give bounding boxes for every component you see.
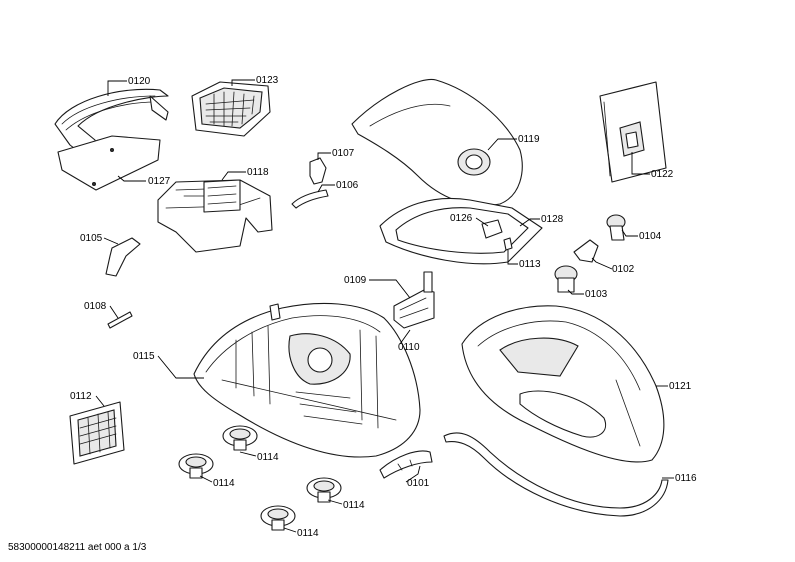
- part-0127-flap: [57, 135, 161, 191]
- label-0118: 0118: [247, 167, 269, 178]
- part-0114-wheel-c: [306, 477, 342, 503]
- part-0103-knob: [554, 265, 578, 293]
- part-0105-hinge: [105, 237, 141, 277]
- label-0102: 0102: [612, 264, 635, 275]
- part-0123-filter-cassette: [191, 81, 271, 137]
- label-0106: 0106: [336, 180, 359, 191]
- label-0114-b: 0114: [213, 478, 235, 489]
- part-0102-latch: [573, 239, 599, 263]
- label-0104: 0104: [639, 231, 662, 242]
- part-0113-screw: [503, 237, 513, 251]
- part-0108-pin: [107, 311, 133, 329]
- part-0101-handle-clip: [379, 450, 433, 479]
- part-0115-base-chassis: [193, 302, 421, 458]
- part-0119-top-cover: [351, 78, 523, 207]
- label-0114-a: 0114: [257, 452, 279, 463]
- label-0103: 0103: [585, 289, 608, 300]
- part-0126-clip: [481, 219, 503, 239]
- label-0105: 0105: [80, 233, 103, 244]
- label-0122: 0122: [651, 169, 674, 180]
- label-0110: 0110: [398, 342, 420, 353]
- label-0115: 0115: [133, 351, 155, 362]
- label-0121: 0121: [669, 381, 692, 392]
- label-0120: 0120: [128, 76, 151, 87]
- label-0114-d: 0114: [297, 528, 319, 539]
- label-0107: 0107: [332, 148, 355, 159]
- part-0114-wheel-d: [260, 505, 296, 531]
- label-0114-c: 0114: [343, 500, 365, 511]
- label-0119: 0119: [518, 134, 540, 145]
- part-0122-dust-bag: [599, 81, 667, 183]
- label-0109: 0109: [344, 275, 367, 286]
- label-0127: 0127: [148, 176, 171, 187]
- label-0112: 0112: [70, 391, 92, 402]
- label-0113: 0113: [519, 259, 541, 270]
- part-0112-filter-pad: [69, 401, 125, 465]
- part-0118-filter-housing: [157, 179, 273, 253]
- part-0106-spring: [291, 189, 329, 209]
- label-0128: 0128: [541, 214, 564, 225]
- label-0116: 0116: [675, 473, 697, 484]
- label-0108: 0108: [84, 301, 107, 312]
- document-footer-code: 58300000148211 aet 000 a 1/3: [8, 542, 147, 553]
- part-0104-cap: [606, 214, 626, 241]
- part-0116-seal: [443, 432, 669, 517]
- part-0107-catch: [309, 157, 327, 185]
- part-0114-wheel-b: [178, 453, 214, 479]
- part-0121-housing-shell: [461, 305, 665, 463]
- label-0126: 0126: [450, 213, 473, 224]
- part-0114-wheel-a: [222, 425, 258, 451]
- leader-lines: [95, 79, 674, 533]
- label-0123: 0123: [256, 75, 279, 86]
- part-0109-bracket: [393, 271, 435, 329]
- label-0101: 0101: [407, 478, 430, 489]
- part-labels: 0120 0123 0127 0118 0107 0106 0119 0122 …: [70, 75, 697, 539]
- part-0128-cover-frame: [379, 197, 543, 265]
